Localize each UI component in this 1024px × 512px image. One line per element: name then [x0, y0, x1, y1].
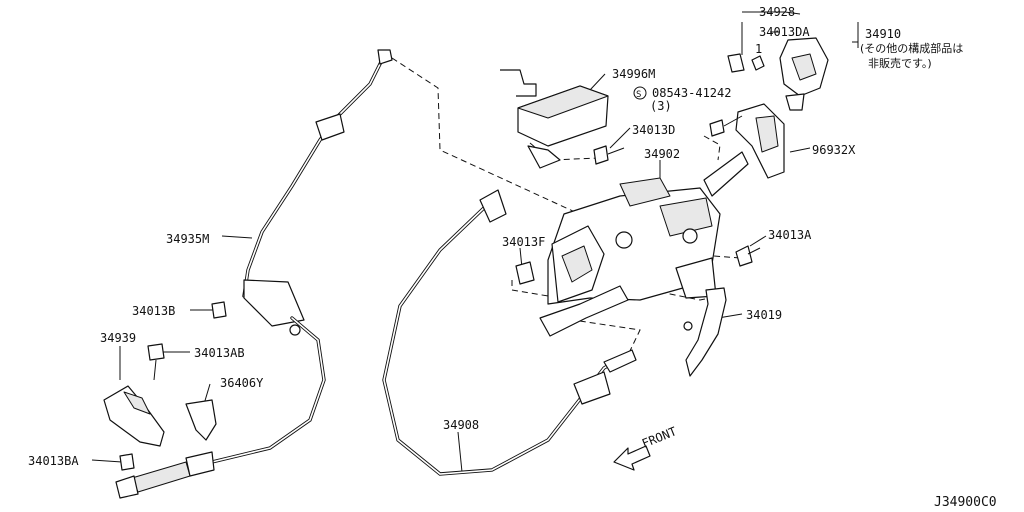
- nut-34013b[interactable]: [211, 301, 227, 319]
- bracket-34939[interactable]: [103, 385, 165, 447]
- nut-34013ba[interactable]: [119, 453, 135, 471]
- label-note-line1: (その他の構成部品は: [860, 41, 963, 55]
- label-34013a: 34013A: [768, 228, 812, 242]
- front-label: FRONT: [640, 424, 679, 451]
- clip-36406y[interactable]: [185, 399, 217, 441]
- bracket-34019[interactable]: [683, 287, 727, 377]
- bolt-34013a[interactable]: [735, 245, 761, 267]
- label-34013b: 34013B: [132, 304, 175, 318]
- label-96932x: 96932X: [812, 143, 856, 157]
- label-34013ba: 34013BA: [28, 454, 79, 468]
- control-unit-34996m[interactable]: [500, 69, 609, 169]
- shift-indicator-96932x[interactable]: [735, 103, 785, 179]
- label-34928: 34928: [759, 5, 795, 19]
- label-34902: 34902: [644, 147, 680, 161]
- s-symbol-icon: [633, 86, 647, 100]
- label-34013da: 34013DA: [759, 25, 810, 39]
- label-34939: 34939: [100, 331, 136, 345]
- label-bolt-spec: 08543-41242: [652, 86, 731, 100]
- label-34935m: 34935M: [166, 232, 209, 246]
- shift-control-cable-34935m[interactable]: [115, 49, 393, 499]
- s-symbol-letter: S: [636, 90, 641, 100]
- bolt-34013d[interactable]: [593, 145, 625, 165]
- label-34908: 34908: [443, 418, 479, 432]
- label-34013ab: 34013AB: [194, 346, 245, 360]
- bolt-34013ab[interactable]: [147, 343, 165, 381]
- screw-34013da[interactable]: [751, 55, 765, 71]
- label-34019: 34019: [746, 308, 782, 322]
- label-note-line2: 非販売です。): [868, 57, 932, 70]
- leader-lines: [91, 11, 859, 473]
- label-34910: 34910: [865, 27, 901, 41]
- label-36406y: 36406Y: [220, 376, 264, 390]
- front-direction-arrow: FRONT: [613, 424, 679, 471]
- label-qty-1: 1: [755, 42, 762, 56]
- label-34996m: 34996M: [612, 67, 655, 81]
- shifter-assembly-34902[interactable]: [539, 151, 749, 337]
- knob-cap-34928[interactable]: [727, 53, 745, 73]
- shift-knob-34910[interactable]: [779, 37, 829, 111]
- label-bolt-qty: (3): [650, 99, 672, 113]
- shift-cable-34908[interactable]: [382, 189, 637, 476]
- diagram-id: J34900C0: [934, 495, 997, 510]
- bolt-08543-41242[interactable]: [709, 115, 743, 137]
- label-34013f: 34013F: [502, 235, 545, 249]
- part-labels: 34928 34013DA 1 34910 (その他の構成部品は 非販売です。)…: [28, 5, 997, 510]
- label-34013d: 34013D: [632, 123, 675, 137]
- clip-34013f[interactable]: [515, 261, 535, 285]
